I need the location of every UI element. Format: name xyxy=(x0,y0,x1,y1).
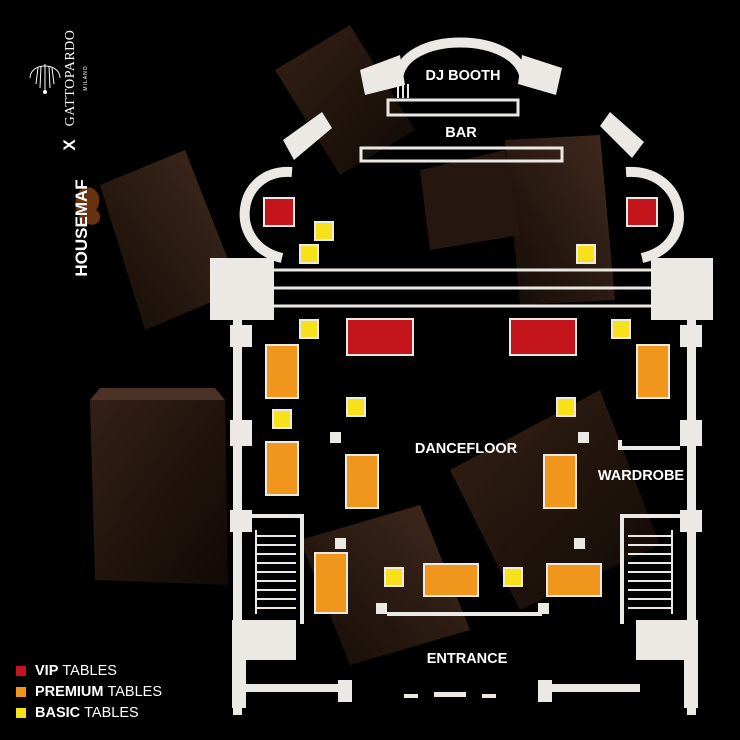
basic-table[interactable] xyxy=(346,397,366,417)
building-walls xyxy=(210,258,713,715)
staircase-left xyxy=(255,530,296,614)
basic-table[interactable] xyxy=(272,409,292,429)
vip-tables xyxy=(263,197,658,356)
premium-table[interactable] xyxy=(423,563,479,597)
premium-tables xyxy=(265,344,670,614)
basic-table[interactable] xyxy=(611,319,631,339)
premium-table[interactable] xyxy=(265,441,299,496)
dancefloor-label: DANCEFLOOR xyxy=(415,441,518,457)
basic-table[interactable] xyxy=(299,244,319,264)
premium-table[interactable] xyxy=(345,454,379,509)
premium-table[interactable] xyxy=(546,563,602,597)
lounge-right xyxy=(600,112,684,263)
map-legend: VIP TABLES PREMIUM TABLES BASIC TABLES xyxy=(16,660,162,723)
milano-wordmark: MILANO xyxy=(83,65,89,91)
legend-premium: PREMIUM TABLES xyxy=(16,681,162,702)
premium-table[interactable] xyxy=(636,344,670,399)
basic-table[interactable] xyxy=(503,567,523,587)
vip-swatch xyxy=(16,665,26,676)
collab-x: X xyxy=(60,139,79,151)
dj-booth-apse xyxy=(360,37,562,117)
gattopardo-wordmark: GATTOPARDO xyxy=(63,29,78,127)
legend-vip-key: VIP xyxy=(35,662,59,679)
basic-table[interactable] xyxy=(576,244,596,264)
staircase-right xyxy=(628,530,673,614)
legend-premium-rest: TABLES xyxy=(107,683,163,700)
legend-premium-key: PREMIUM xyxy=(35,683,104,700)
legend-basic-rest: TABLES xyxy=(84,704,139,721)
legend-vip-rest: TABLES xyxy=(62,662,117,679)
basic-tables xyxy=(272,221,631,587)
legend-basic-key: BASIC xyxy=(35,704,81,721)
legend-basic: BASIC TABLES xyxy=(16,702,162,723)
vip-table[interactable] xyxy=(346,318,414,356)
bar-counter xyxy=(359,146,564,163)
premium-swatch xyxy=(16,686,26,697)
background-cubes xyxy=(90,25,660,665)
wardrobe-label: WARDROBE xyxy=(598,468,685,484)
premium-table[interactable] xyxy=(314,552,348,614)
basic-table[interactable] xyxy=(314,221,334,241)
vip-table[interactable] xyxy=(626,197,658,227)
entrance-label: ENTRANCE xyxy=(427,651,508,667)
basic-swatch xyxy=(16,707,26,718)
vip-table[interactable] xyxy=(263,197,295,227)
lounge-left xyxy=(239,112,332,263)
gattopardo-logo-icon xyxy=(29,64,61,94)
premium-table[interactable] xyxy=(265,344,299,399)
basic-table[interactable] xyxy=(556,397,576,417)
bar-label: BAR xyxy=(445,125,477,141)
vip-table[interactable] xyxy=(509,318,577,356)
housemaf-wordmark: HOUSEMAF xyxy=(72,179,91,277)
legend-vip: VIP TABLES xyxy=(16,660,162,681)
premium-table[interactable] xyxy=(543,454,577,509)
basic-table[interactable] xyxy=(299,319,319,339)
dj-booth-label: DJ BOOTH xyxy=(426,68,501,84)
basic-table[interactable] xyxy=(384,567,404,587)
housemaf-splash-icon xyxy=(75,187,101,227)
